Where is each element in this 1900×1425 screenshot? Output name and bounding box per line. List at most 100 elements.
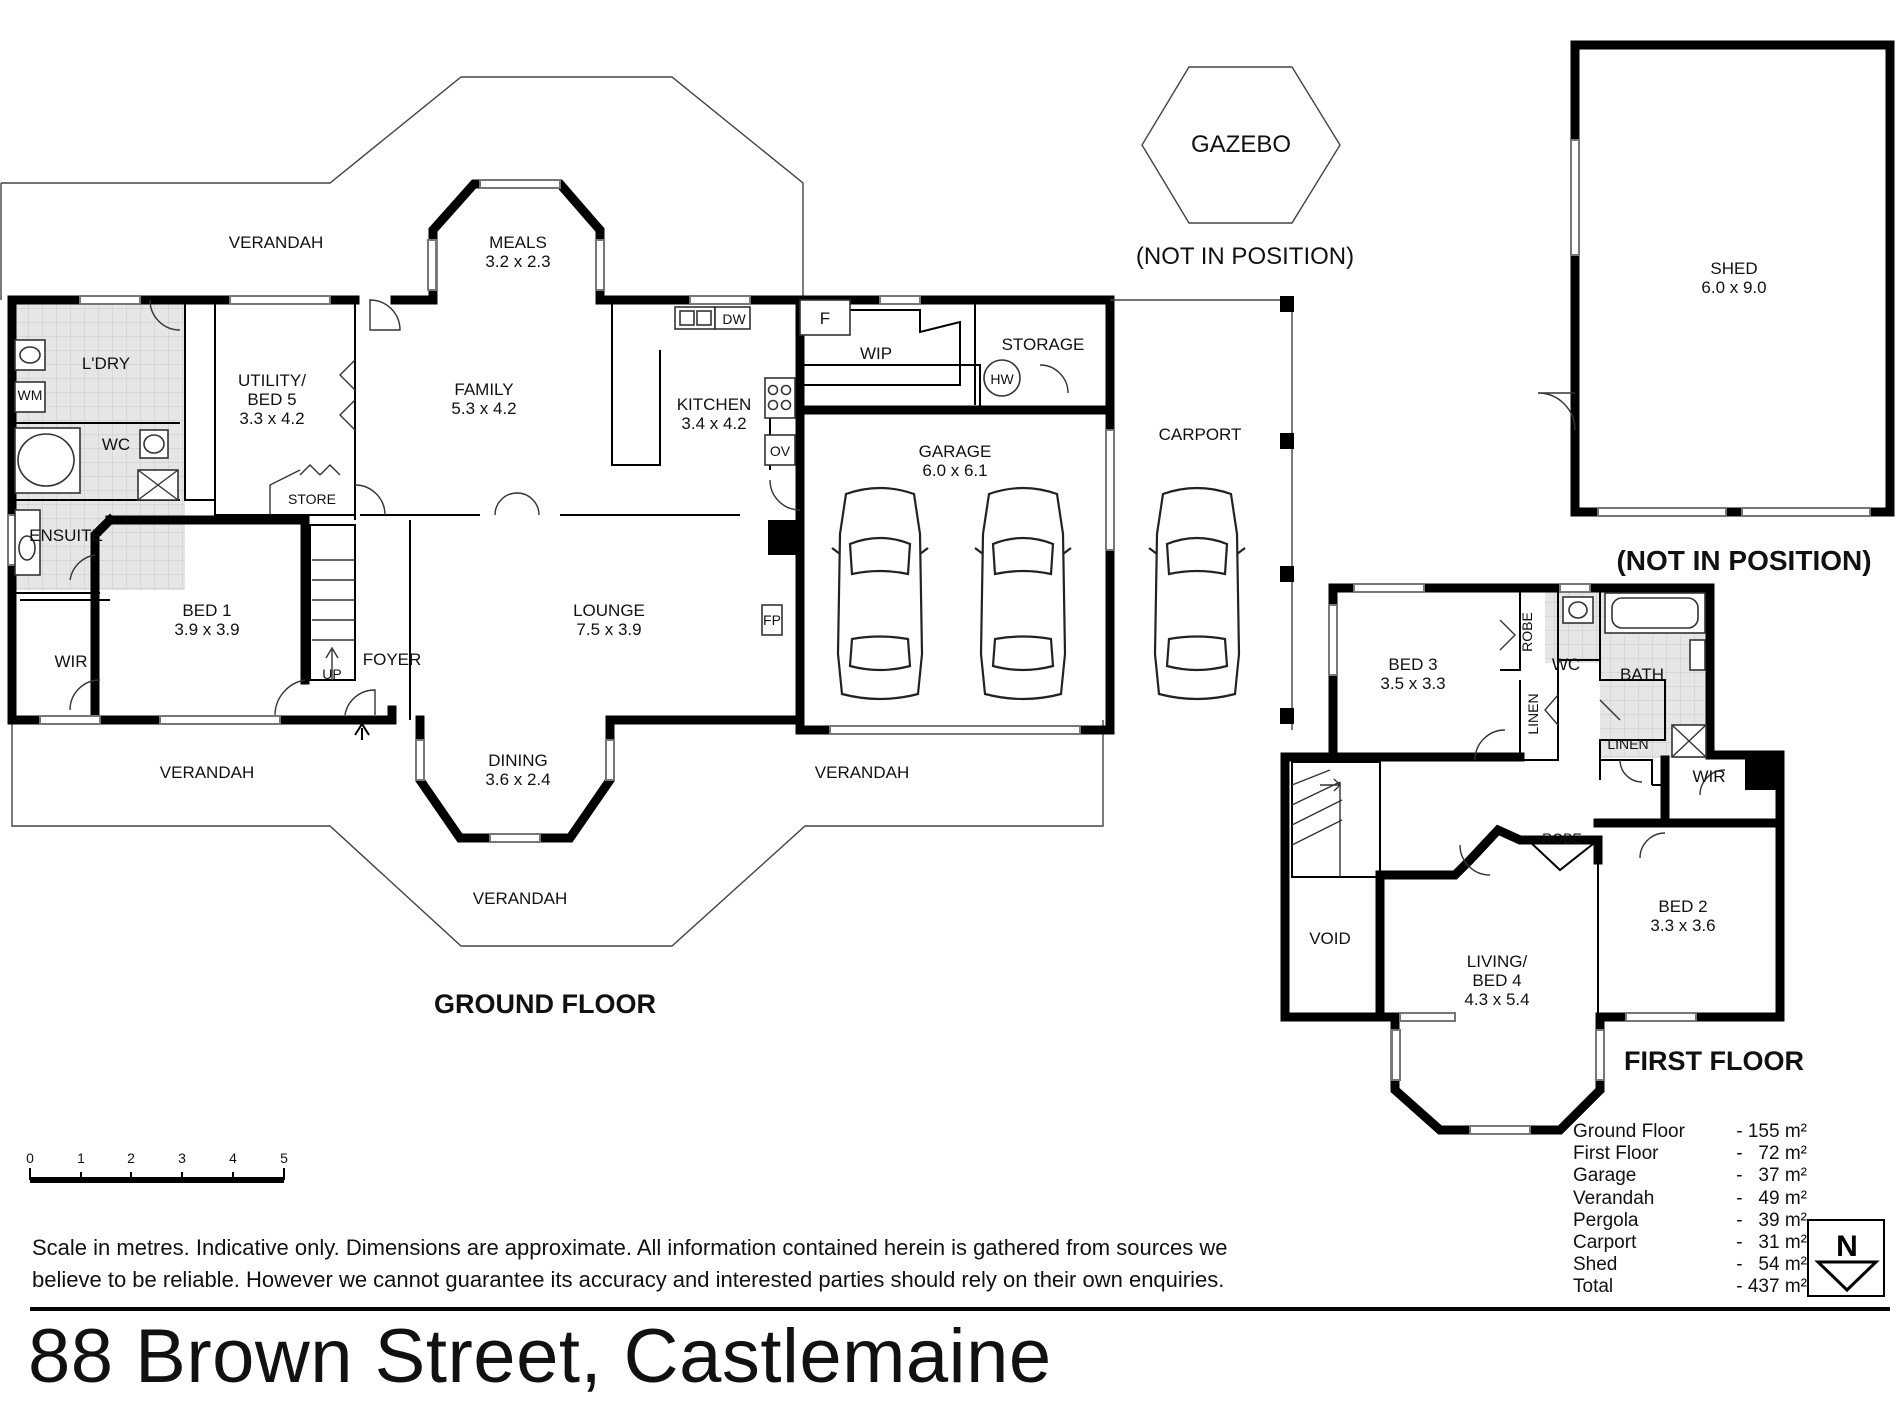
ensuite-label: ENSUITE bbox=[29, 526, 103, 545]
disclaimer-line-2: believe to be reliable. However we canno… bbox=[32, 1267, 1225, 1292]
bed-1-label: BED 1 bbox=[182, 601, 231, 620]
fridge-label: F bbox=[820, 309, 830, 328]
scale-tick-0: 0 bbox=[26, 1150, 34, 1166]
void-label: VOID bbox=[1309, 929, 1351, 948]
staircase bbox=[309, 524, 356, 681]
area-label: Shed bbox=[1573, 1254, 1618, 1276]
shed-size: 6.0 x 9.0 bbox=[1701, 278, 1766, 297]
scale-tick-3: 3 bbox=[178, 1150, 186, 1166]
verandah-top-outline bbox=[1, 76, 804, 300]
gazebo-not-in-position: (NOT IN POSITION) bbox=[1136, 243, 1354, 270]
area-row: Ground Floor - 155 m² bbox=[1573, 1121, 1813, 1143]
area-label: Verandah bbox=[1573, 1187, 1655, 1209]
area-row: Carport - 31 m² bbox=[1573, 1232, 1813, 1254]
area-value: - 31 m² bbox=[1736, 1232, 1807, 1254]
foyer-label: FOYER bbox=[363, 650, 422, 669]
meals-size: 3.2 x 2.3 bbox=[485, 252, 550, 271]
area-row: First Floor - 72 m² bbox=[1573, 1143, 1813, 1165]
area-label: Ground Floor bbox=[1573, 1121, 1685, 1142]
living-size: 4.3 x 5.4 bbox=[1464, 990, 1529, 1009]
fireplace-label: FP bbox=[763, 612, 781, 628]
area-row: Total - 437 m² bbox=[1573, 1276, 1813, 1298]
ground-floor bbox=[0, 76, 1294, 947]
shed bbox=[1537, 40, 1895, 517]
bed-3-label: BED 3 bbox=[1388, 655, 1437, 674]
verandah-left-label: VERANDAH bbox=[160, 763, 254, 782]
wc-first-label: WC bbox=[1552, 655, 1580, 674]
area-row: Shed - 54 m² bbox=[1573, 1254, 1813, 1276]
verandah-bottom-label: VERANDAH bbox=[473, 889, 567, 908]
bath-label: BATH bbox=[1620, 665, 1664, 684]
area-label: Carport bbox=[1573, 1232, 1637, 1254]
disclaimer-line-1: Scale in metres. Indicative only. Dimens… bbox=[32, 1235, 1228, 1260]
scale-tick-2: 2 bbox=[127, 1150, 135, 1166]
wir-ground-label: WIR bbox=[54, 652, 87, 671]
lounge-label: LOUNGE bbox=[573, 601, 645, 620]
property-address: 88 Brown Street, Castlemaine bbox=[28, 1314, 1052, 1399]
verandah-top-label: VERANDAH bbox=[229, 233, 323, 252]
area-value: - 54 m² bbox=[1736, 1254, 1807, 1276]
bed-1-size: 3.9 x 3.9 bbox=[174, 620, 239, 639]
bed-2-size: 3.3 x 3.6 bbox=[1650, 916, 1715, 935]
scale-bar: 0 1 2 3 4 5 bbox=[26, 1150, 288, 1183]
car-1-icon bbox=[830, 486, 930, 701]
area-value: - 37 m² bbox=[1736, 1165, 1807, 1187]
oven-label: OV bbox=[770, 443, 791, 459]
scale-tick-5: 5 bbox=[280, 1150, 288, 1166]
kitchen-size: 3.4 x 4.2 bbox=[681, 414, 746, 433]
storage-label: STORAGE bbox=[1002, 335, 1085, 354]
wip-label: WIP bbox=[860, 344, 892, 363]
area-value: - 39 m² bbox=[1736, 1209, 1807, 1231]
verandah-bottom-outline bbox=[11, 720, 1104, 947]
robe-upper-label: ROBE bbox=[1519, 612, 1535, 652]
area-label: Garage bbox=[1573, 1165, 1637, 1187]
compass-north-letter: N bbox=[1836, 1230, 1858, 1263]
kitchen-label: KITCHEN bbox=[677, 395, 752, 414]
scale-tick-4: 4 bbox=[229, 1150, 237, 1166]
wc-ground-label: WC bbox=[102, 435, 130, 454]
lounge-size: 7.5 x 3.9 bbox=[576, 620, 641, 639]
store-label: STORE bbox=[288, 491, 336, 507]
garage-size: 6.0 x 6.1 bbox=[922, 461, 987, 480]
area-value: - 72 m² bbox=[1736, 1143, 1807, 1165]
area-row: Verandah - 49 m² bbox=[1573, 1188, 1813, 1210]
area-row: Garage - 37 m² bbox=[1573, 1165, 1813, 1187]
verandah-right-label: VERANDAH bbox=[815, 763, 909, 782]
area-label: First Floor bbox=[1573, 1143, 1659, 1165]
family-size: 5.3 x 4.2 bbox=[451, 399, 516, 418]
area-value: - 49 m² bbox=[1736, 1187, 1807, 1209]
garage-label: GARAGE bbox=[919, 442, 992, 461]
divider bbox=[30, 1307, 1890, 1311]
utility-size: 3.3 x 4.2 bbox=[239, 409, 304, 428]
dishwasher-label: DW bbox=[722, 311, 746, 327]
first-floor-title: FIRST FLOOR bbox=[1624, 1046, 1804, 1076]
carport-label: CARPORT bbox=[1159, 425, 1242, 444]
shed-label: SHED bbox=[1710, 259, 1757, 278]
up-label: UP bbox=[322, 666, 341, 682]
scale-tick-1: 1 bbox=[77, 1150, 85, 1166]
north-compass-icon: N bbox=[1807, 1219, 1885, 1297]
hot-water-label: HW bbox=[990, 371, 1014, 387]
gazebo-outline bbox=[1141, 66, 1341, 224]
area-label: Pergola bbox=[1573, 1209, 1639, 1231]
linen-2-label: LINEN bbox=[1607, 736, 1648, 752]
utility-label-2: BED 5 bbox=[247, 390, 296, 409]
first-floor bbox=[1280, 583, 1785, 1135]
dining-label: DINING bbox=[488, 751, 548, 770]
laundry-label: L'DRY bbox=[82, 354, 130, 373]
linen-1-label: LINEN bbox=[1525, 693, 1541, 734]
utility-label: UTILITY/ bbox=[238, 371, 306, 390]
bed-3-size: 3.5 x 3.3 bbox=[1380, 674, 1445, 693]
robe-lower-label: ROBE bbox=[1542, 830, 1582, 846]
area-value: - 437 m² bbox=[1736, 1276, 1807, 1298]
shed-not-in-position: (NOT IN POSITION) bbox=[1616, 545, 1871, 576]
living-label: LIVING/ bbox=[1467, 952, 1528, 971]
area-label: Total bbox=[1573, 1276, 1614, 1298]
living-label-2: BED 4 bbox=[1472, 971, 1521, 990]
bed-2-label: BED 2 bbox=[1658, 897, 1707, 916]
family-label: FAMILY bbox=[454, 380, 513, 399]
area-value: - 155 m² bbox=[1736, 1121, 1807, 1142]
wir-first-label: WIR bbox=[1692, 767, 1725, 786]
